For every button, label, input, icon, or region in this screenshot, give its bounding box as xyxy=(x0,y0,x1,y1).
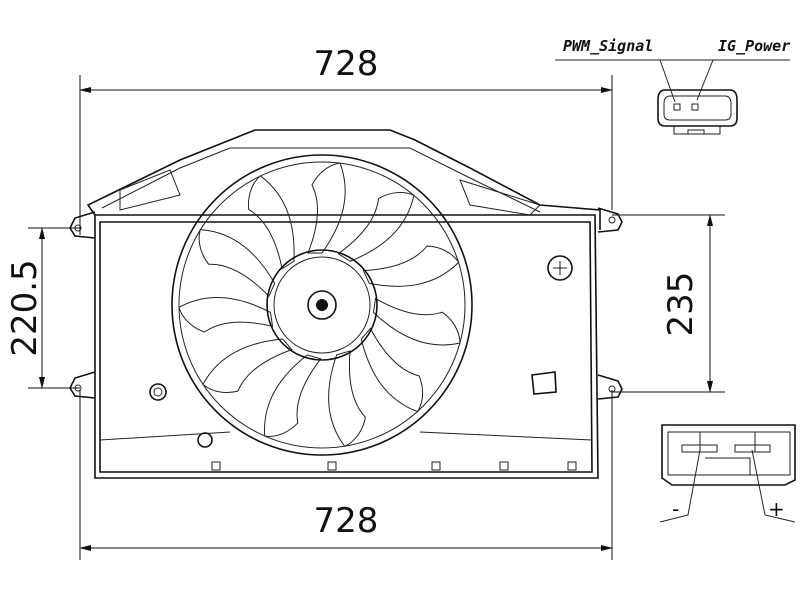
bottom-width-label: 728 xyxy=(314,501,379,541)
fan-shroud xyxy=(69,129,623,479)
bottom-width-dimension: 728 xyxy=(79,390,613,560)
fan-blade xyxy=(202,338,293,393)
fan-blade xyxy=(360,327,424,413)
fan xyxy=(171,154,473,456)
top-connector: PWM_Signal IG_Power xyxy=(555,37,790,135)
left-height-label: 220.5 xyxy=(5,259,45,356)
top-width-label: 728 xyxy=(314,44,379,84)
fan-blade xyxy=(198,229,276,298)
fan-blade xyxy=(247,175,295,270)
plus-terminal-label: + xyxy=(768,497,785,521)
fan-blade xyxy=(337,191,415,262)
ig-power-label: IG_Power xyxy=(718,37,790,55)
top-width-dimension: 728 xyxy=(79,44,613,235)
fan-blades xyxy=(178,162,461,447)
left-height-dimension: 220.5 xyxy=(5,227,80,389)
right-height-label: 235 xyxy=(661,272,701,337)
minus-terminal-label: - xyxy=(672,497,679,521)
fan-blade xyxy=(307,162,346,254)
fan-blade xyxy=(372,297,461,346)
mounting-tab xyxy=(69,207,623,400)
fan-blade xyxy=(328,350,366,447)
fan-blade xyxy=(178,297,274,333)
right-height-dimension: 235 xyxy=(612,214,725,393)
fan-hub xyxy=(307,290,337,320)
bottom-connector: - + xyxy=(659,424,796,523)
fan-blade xyxy=(362,245,460,287)
pwm-signal-label: PWM_Signal xyxy=(563,37,653,55)
fan-blade xyxy=(264,354,322,437)
